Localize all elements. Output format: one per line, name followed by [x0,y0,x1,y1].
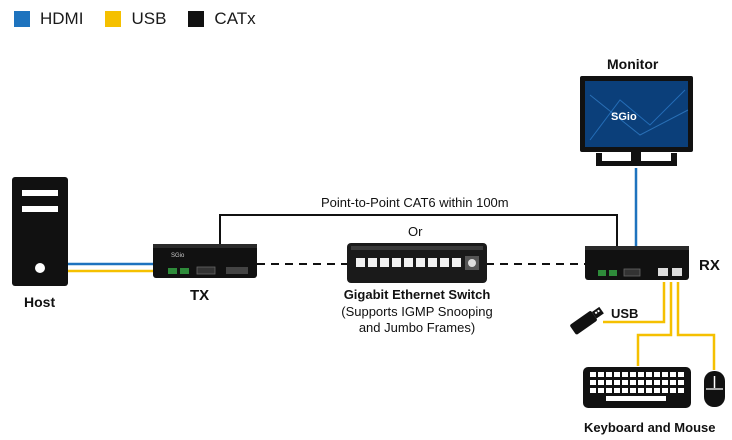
legend-item-hdmi: HDMI [14,9,83,29]
svg-text:SGio: SGio [171,253,185,259]
usb-cable-rx-mouse [676,282,716,370]
usb-cable-rx-keyboard [636,282,673,366]
keyboard-icon [583,367,691,408]
host-pc-icon [12,177,68,286]
legend-label-catx: CATx [214,9,256,28]
legend-item-catx: CATx [188,9,256,29]
switch-note-line1: (Supports IGMP Snooping [341,304,493,319]
cables [68,168,716,370]
tx-extender-icon: SGio [153,244,257,278]
host-label: Host [24,294,56,310]
monitor-label: Monitor [607,56,659,72]
mouse-icon [704,371,725,407]
keyboard-mouse-label: Keyboard and Mouse [584,420,716,435]
tx-label: TX [190,287,210,304]
switch-note-line2: and Jumbo Frames) [358,320,476,335]
monitor-icon: SGio [580,76,693,166]
legend-item-usb: USB [105,9,166,29]
legend-swatch-usb [105,11,122,27]
svg-text:SGio: SGio [611,111,637,123]
usb-label: USB [611,306,639,321]
legend-label-usb: USB [131,9,167,28]
switch-title: Gigabit Ethernet Switch [343,287,491,302]
cat6-direct-link [219,214,618,246]
rx-extender-icon [585,246,689,280]
ethernet-switch-icon [347,243,487,283]
usb-flash-drive-icon [570,306,604,335]
cat6-link-label: Point-to-Point CAT6 within 100m [321,195,509,210]
legend-swatch-catx [188,11,205,27]
legend: HDMI USB CATx [14,9,278,29]
legend-label-hdmi: HDMI [40,9,84,28]
legend-swatch-hdmi [14,11,30,27]
usb-cable-rx-flash [603,282,666,324]
or-label: Or [408,224,423,239]
rx-label: RX [699,257,720,274]
